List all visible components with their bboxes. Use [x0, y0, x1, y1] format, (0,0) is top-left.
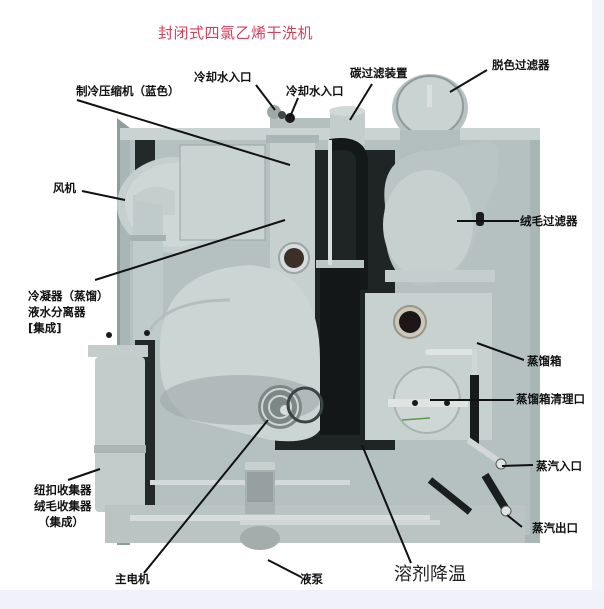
button-lint-collector: [88, 330, 150, 512]
label-decolor-filter: 脱色过滤器: [492, 58, 550, 72]
label-solvent-cooling: 溶剂降温: [394, 564, 466, 585]
black-solvent-pipe: [316, 138, 368, 435]
label-condenser: 冷凝器（蒸馏） 液水分离器 [集成]: [28, 288, 109, 336]
still-box: [365, 293, 492, 445]
base-frame: [105, 480, 525, 543]
label-lint-filter: 绒毛过滤器: [520, 214, 578, 228]
label-button-collector-line1: 纽扣收集器: [34, 483, 92, 497]
label-still-box: 蒸馏箱: [527, 354, 562, 368]
bottom-margin: [0, 590, 604, 609]
cooling-water-fittings: [267, 105, 330, 128]
fan-duct: [130, 186, 175, 340]
upper-box: [179, 144, 266, 241]
label-condenser-line3: [集成]: [28, 321, 62, 335]
label-cooling-water-inlet-1: 冷却水入口: [194, 70, 252, 84]
label-main-motor: 主电机: [115, 572, 150, 586]
label-liquid-pump: 液泵: [300, 572, 323, 586]
label-refrigeration-compressor: 制冷压缩机（蓝色）: [76, 84, 180, 98]
right-margin: [592, 0, 604, 609]
decolor-filter: [392, 74, 468, 160]
steam-fittings: [427, 437, 512, 517]
pump-motor: [240, 462, 280, 550]
label-fan: 风机: [53, 181, 76, 195]
label-condenser-line2: 液水分离器: [28, 305, 86, 319]
lint-filter: [383, 140, 499, 285]
label-button-collector-line3: （集成）: [38, 515, 84, 529]
label-carbon-filter: 碳过滤装置: [350, 66, 408, 80]
label-steam-outlet: 蒸汽出口: [532, 521, 578, 535]
diagram-title: 封闭式四氯乙烯干洗机: [158, 24, 314, 42]
motor-fan-guard: [258, 385, 324, 429]
label-button-collector-line2: 绒毛收集器: [34, 499, 92, 513]
label-steam-inlet: 蒸汽入口: [536, 459, 582, 473]
label-condenser-line1: 冷凝器（蒸馏）: [28, 289, 109, 303]
leader-lines: [67, 69, 534, 578]
label-still-cleanout: 蒸馏箱清理口: [516, 392, 585, 406]
label-cooling-water-inlet-2: 冷却水入口: [286, 84, 344, 98]
label-button-lint-collector: 纽扣收集器 绒毛收集器 （集成）: [34, 482, 92, 530]
